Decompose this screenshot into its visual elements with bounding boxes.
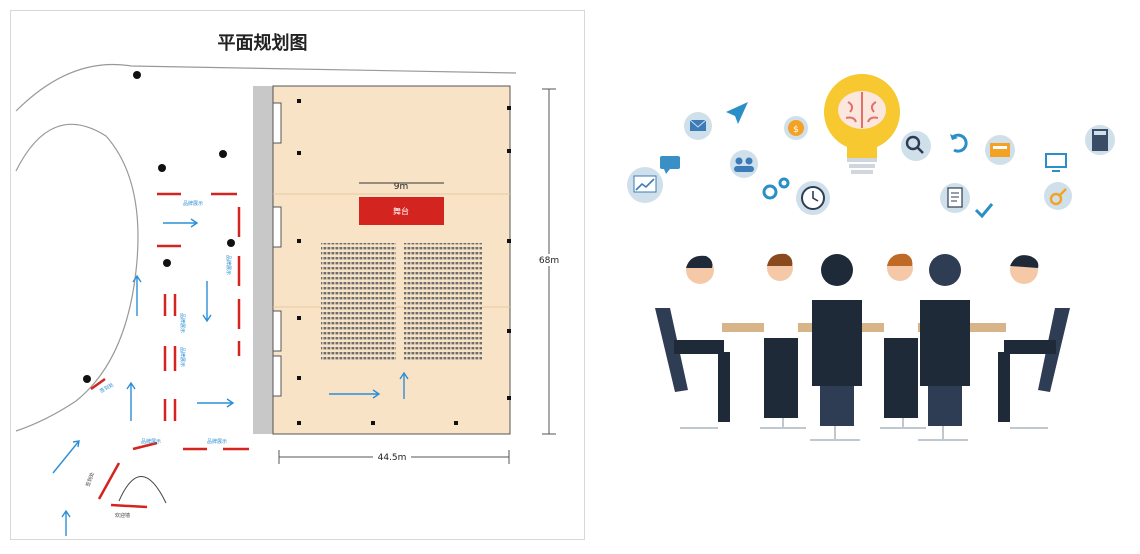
coin-icon: $ xyxy=(784,116,808,140)
bulb-brain-icon xyxy=(824,74,900,174)
brand-display-label-1: 品牌展示 xyxy=(183,200,203,207)
brand-display-label-6: 品牌展示 xyxy=(179,347,186,367)
stage-dimension-label: 9m xyxy=(394,182,409,192)
svg-text:$: $ xyxy=(793,125,799,135)
barrier-lines xyxy=(90,192,249,509)
meeting-illustration: $ xyxy=(600,40,1130,510)
send-icon xyxy=(726,102,748,124)
wallet-icon xyxy=(985,135,1015,165)
meeting-drawing: $ xyxy=(627,74,1115,441)
clock-icon xyxy=(796,181,830,215)
person-3 xyxy=(812,254,862,426)
brand-display-label-3: 品牌展示 xyxy=(207,438,227,445)
person-right xyxy=(998,255,1056,422)
stage-label: 舞台 xyxy=(393,206,409,216)
hall-height-label: 68m xyxy=(539,256,559,266)
document-icon xyxy=(940,183,970,213)
walkway-curve xyxy=(15,123,139,432)
mail-icon xyxy=(684,112,712,140)
person-5 xyxy=(920,254,970,426)
seating-left xyxy=(321,243,396,361)
refresh-icon xyxy=(950,133,968,153)
chair-bases xyxy=(680,418,1048,441)
brand-display-label-4: 品牌展示 xyxy=(179,313,186,333)
person-2 xyxy=(764,253,798,418)
stage xyxy=(359,197,444,225)
chat-icon xyxy=(660,156,680,174)
gears-icon xyxy=(762,177,790,200)
seating-right xyxy=(404,243,482,361)
chart-icon xyxy=(627,167,663,203)
person-left xyxy=(674,255,730,422)
brand-display-label-2: 品牌展示 xyxy=(141,438,161,445)
sign-in-counter-label: 签到处 xyxy=(84,471,96,488)
search-icon xyxy=(901,131,931,161)
hall-width-label: 44.5m xyxy=(378,453,407,463)
hall-wall xyxy=(253,86,273,434)
gender-icon xyxy=(1044,182,1072,210)
meeting-table xyxy=(718,323,1010,332)
brand-display-label-5: 品牌展示 xyxy=(225,255,232,275)
hall-flow-arrows xyxy=(329,371,409,399)
walkway-outline xyxy=(15,63,517,112)
users-icon xyxy=(730,150,758,178)
check-icon xyxy=(974,203,994,219)
floor-plan-drawing: 9m 舞台 68m 44.5m xyxy=(15,63,564,536)
hall-wall-posts xyxy=(272,102,282,397)
monitor-icon xyxy=(1045,153,1067,172)
column-markers xyxy=(83,71,235,383)
person-4 xyxy=(884,253,918,418)
flow-arrows xyxy=(52,218,235,536)
floor-plan-title: 平面规划图 xyxy=(217,33,308,54)
calculator-icon xyxy=(1085,125,1115,155)
hall-grid-markers xyxy=(297,99,511,425)
floor-plan-panel: 平面规划图 xyxy=(10,10,585,540)
welcome-wall-label: 欢迎墙 xyxy=(115,512,130,519)
